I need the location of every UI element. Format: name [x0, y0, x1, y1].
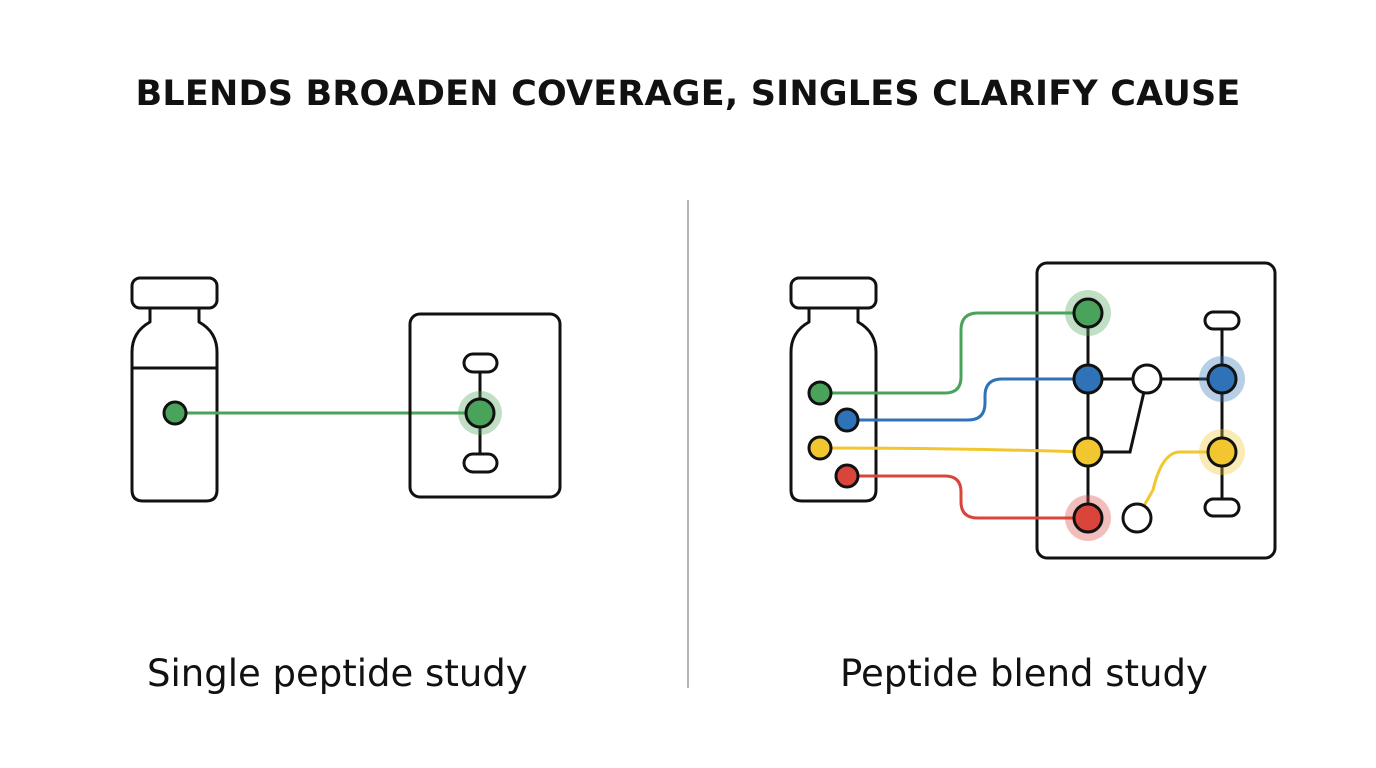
blue-peptide-dot [834, 407, 860, 433]
vial-cap [789, 276, 878, 310]
yellow-secondary-connection [1135, 450, 1222, 519]
red-receptor-node [1072, 502, 1104, 534]
red-connection [847, 474, 1088, 520]
blend-study-caption: Peptide blend study [840, 652, 1208, 695]
single-study-panel [130, 276, 562, 503]
blue-connection [847, 377, 1088, 422]
blend-target-box [1035, 261, 1277, 560]
downstream-node [1121, 502, 1153, 534]
blend-target-bottom-node [1203, 497, 1241, 518]
yellow-secondary-node [1206, 436, 1238, 468]
single-target-top-node [462, 352, 499, 374]
single-target-bottom-node [462, 452, 499, 474]
blue-secondary-node [1206, 363, 1238, 395]
single-target-receptor [464, 397, 496, 429]
yellow-peptide-dot [807, 435, 833, 461]
blend-study-panel [789, 261, 1277, 560]
vial-body [789, 308, 878, 503]
vial-cap [130, 276, 219, 310]
single-target-box [408, 312, 562, 499]
single-peptide-dot [162, 400, 188, 426]
yellow-connection [819, 446, 1089, 454]
blend-vial [789, 276, 878, 503]
vial-body [130, 308, 219, 503]
single-vial [130, 276, 219, 503]
red-peptide-dot [834, 463, 860, 489]
single-study-caption: Single peptide study [147, 652, 528, 695]
diagram-title: BLENDS BROADEN COVERAGE, SINGLES CLARIFY… [135, 74, 1241, 114]
green-peptide-dot [807, 380, 833, 406]
green-receptor-node [1072, 297, 1104, 329]
blue-receptor-node [1072, 363, 1104, 395]
hub-node [1131, 363, 1163, 395]
green-connection [820, 311, 1088, 395]
yellow-receptor-node [1072, 436, 1104, 468]
blend-target-top-node [1203, 310, 1241, 331]
